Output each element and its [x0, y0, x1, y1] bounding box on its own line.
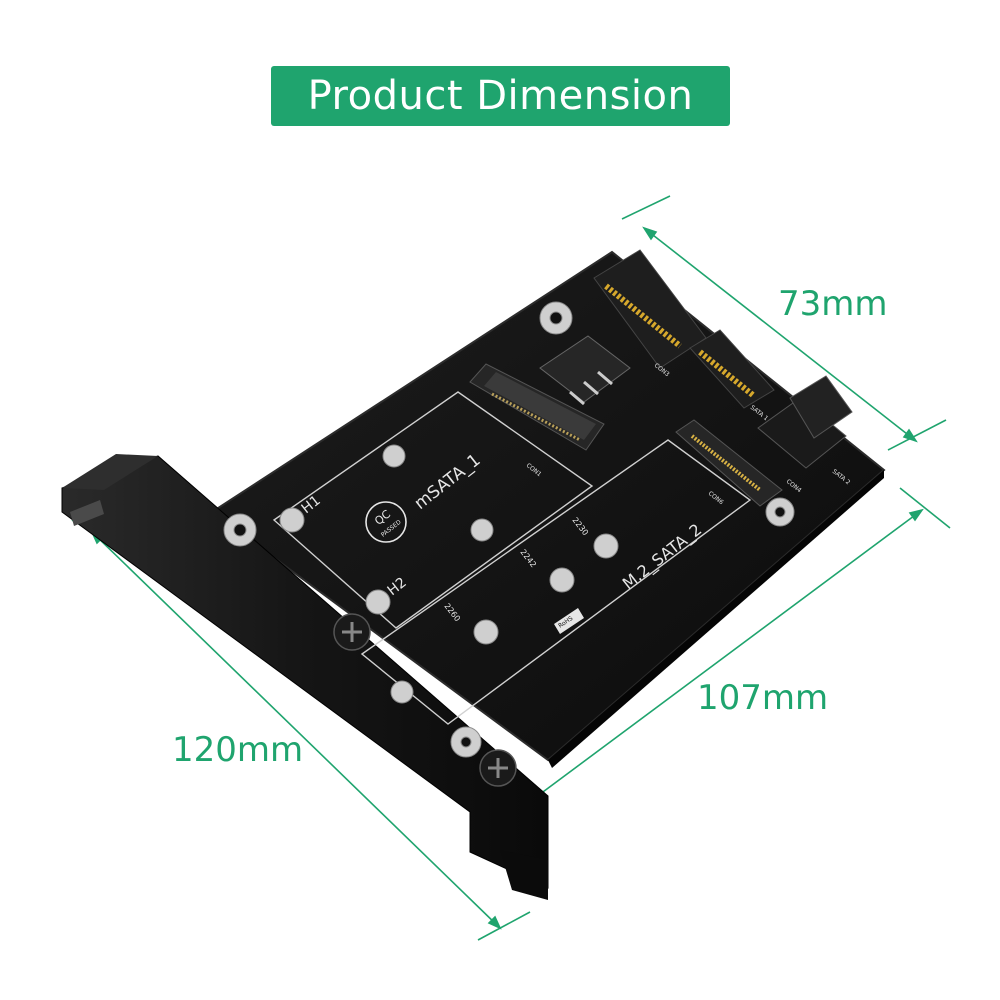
dimension-line-107: [515, 509, 923, 813]
arrow-120-end: [487, 915, 502, 930]
standoff-2242: [549, 567, 575, 593]
mount-hole-center: [774, 506, 786, 518]
dimension-label-73mm: 73mm: [778, 284, 888, 324]
extension-line-120-bottom: [477, 911, 531, 941]
qc-badge: [365, 501, 407, 543]
sata-data-ports: [757, 375, 853, 469]
screw-slot: [342, 622, 362, 642]
bracket-top-tab: [62, 454, 158, 490]
h1-standoff: [279, 507, 305, 533]
bracket-bottom-finger: [500, 850, 548, 900]
standoff: [390, 680, 414, 704]
mount-hole-center: [233, 523, 247, 537]
standoff: [382, 444, 406, 468]
mounting-holes: [223, 301, 795, 758]
qc-badge-ring: [365, 501, 407, 543]
pcb-edge: [548, 470, 884, 768]
mount-hole-center: [549, 311, 563, 325]
arrow-107-end: [908, 508, 924, 522]
screw-slot: [488, 758, 508, 778]
m2-outline: [360, 439, 752, 725]
dimension-lines: [71, 195, 951, 941]
rohs-mark: [554, 608, 584, 634]
dimension-label-107mm: 107mm: [697, 678, 829, 718]
rohs-tag: [554, 608, 584, 634]
standoff-2260: [473, 619, 499, 645]
arrow-73-end: [902, 428, 918, 443]
bracket-slot: [70, 500, 104, 526]
m2-connector: [675, 419, 783, 507]
regulator: [539, 335, 631, 406]
dimension-line-73: [643, 227, 917, 442]
standoff: [470, 518, 494, 542]
msata-outline: [272, 391, 594, 629]
dimension-label-120mm: 120mm: [172, 730, 304, 770]
extension-line-107-right: [899, 487, 951, 529]
title-banner: Product Dimension: [271, 66, 730, 126]
sata-connectors-top: [593, 249, 775, 409]
screws: [333, 613, 517, 787]
arrow-73-start: [642, 226, 658, 241]
pci-bracket: [61, 454, 549, 900]
h2-standoff: [365, 589, 391, 615]
standoff-2230: [593, 533, 619, 559]
extension-line-73-bottom: [887, 419, 947, 451]
dimension-line-120: [91, 531, 501, 929]
extension-line-73-top: [621, 195, 671, 220]
msata-connector: [469, 363, 605, 451]
mount-hole-center: [460, 736, 472, 748]
page-title: Product Dimension: [307, 73, 694, 119]
